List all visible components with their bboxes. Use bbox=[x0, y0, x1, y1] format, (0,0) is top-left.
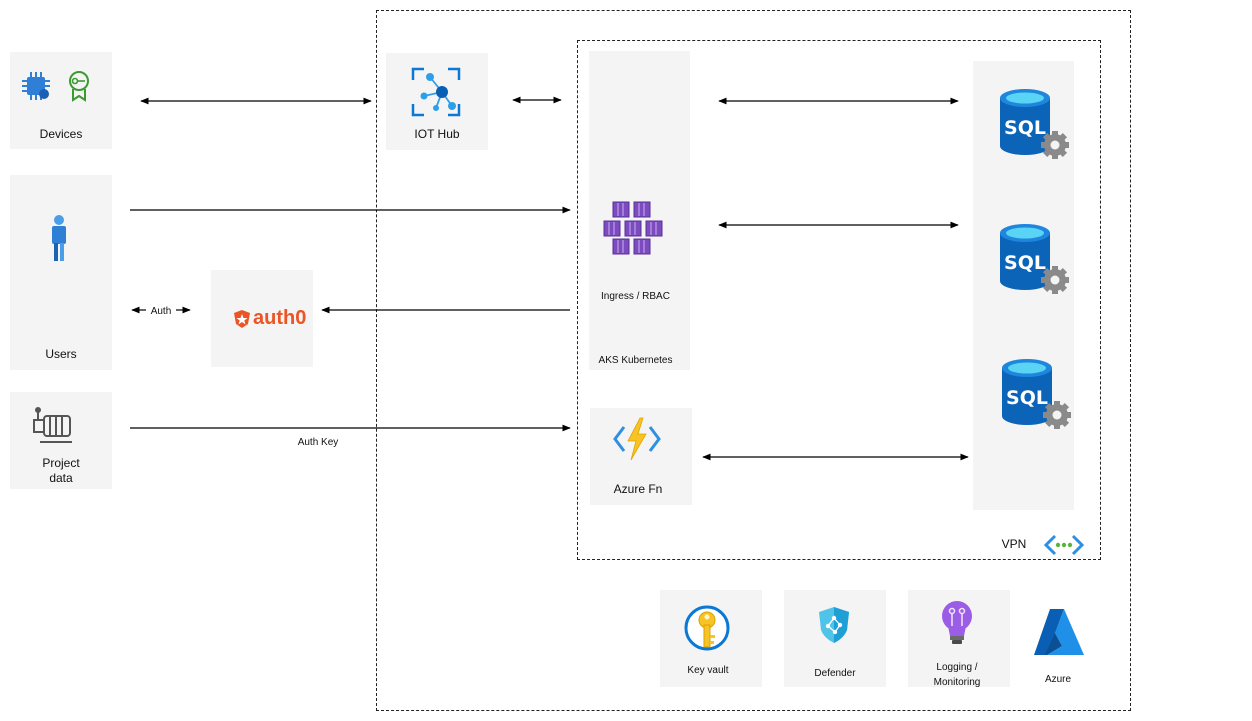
sql-database-icon[interactable]: SQL bbox=[999, 223, 1069, 295]
users-label: Users bbox=[45, 347, 77, 361]
auth0-wordmark: auth0 bbox=[253, 307, 307, 329]
iot-hub-icon bbox=[411, 67, 461, 117]
key-vault-icon bbox=[684, 605, 730, 651]
auth0-shield-icon bbox=[234, 310, 250, 328]
vpn-icon bbox=[1044, 534, 1084, 556]
sql-database-icon[interactable]: SQL bbox=[999, 88, 1069, 160]
sql-text: SQL bbox=[1006, 387, 1048, 409]
project-data-node[interactable] bbox=[10, 392, 112, 489]
devices-label: Devices bbox=[39, 127, 83, 141]
project-data-label: Project data bbox=[42, 456, 80, 485]
azure-logo-icon bbox=[1034, 609, 1084, 655]
azure-fn-label: Azure Fn bbox=[613, 482, 663, 496]
lightbulb-insights-icon bbox=[942, 601, 972, 644]
motor-icon bbox=[33, 407, 72, 443]
vpn-label: VPN bbox=[1001, 537, 1027, 551]
chip-icon bbox=[22, 72, 50, 100]
certificate-icon bbox=[69, 71, 89, 102]
users-node[interactable] bbox=[10, 175, 112, 370]
azure-label: Azure bbox=[1044, 674, 1072, 685]
logging-monitoring-label: Logging / Monitoring bbox=[933, 662, 981, 688]
vpn-boundary bbox=[577, 40, 1101, 560]
defender-shield-icon bbox=[819, 607, 849, 643]
auth-key-edge-label: Auth Key bbox=[297, 437, 339, 448]
sql-database-icon[interactable]: SQL bbox=[1001, 358, 1071, 430]
sql-text: SQL bbox=[1004, 252, 1046, 274]
azure-function-icon bbox=[613, 417, 661, 461]
devices-node[interactable] bbox=[10, 52, 112, 149]
kubernetes-icon bbox=[603, 201, 663, 255]
key-vault-label: Key vault bbox=[687, 665, 729, 676]
sql-text: SQL bbox=[1004, 117, 1046, 139]
auth0-node[interactable] bbox=[211, 270, 313, 367]
defender-label: Defender bbox=[814, 668, 856, 679]
aks-kubernetes-label: AKS Kubernetes bbox=[598, 355, 673, 366]
user-icon bbox=[52, 215, 66, 261]
iot-hub-node[interactable] bbox=[386, 53, 488, 150]
azure-boundary bbox=[376, 10, 1131, 711]
ingress-rbac-label: Ingress / RBAC bbox=[601, 291, 670, 302]
iot-hub-label: IOT Hub bbox=[414, 127, 460, 141]
auth-edge-label: Auth bbox=[146, 304, 176, 319]
